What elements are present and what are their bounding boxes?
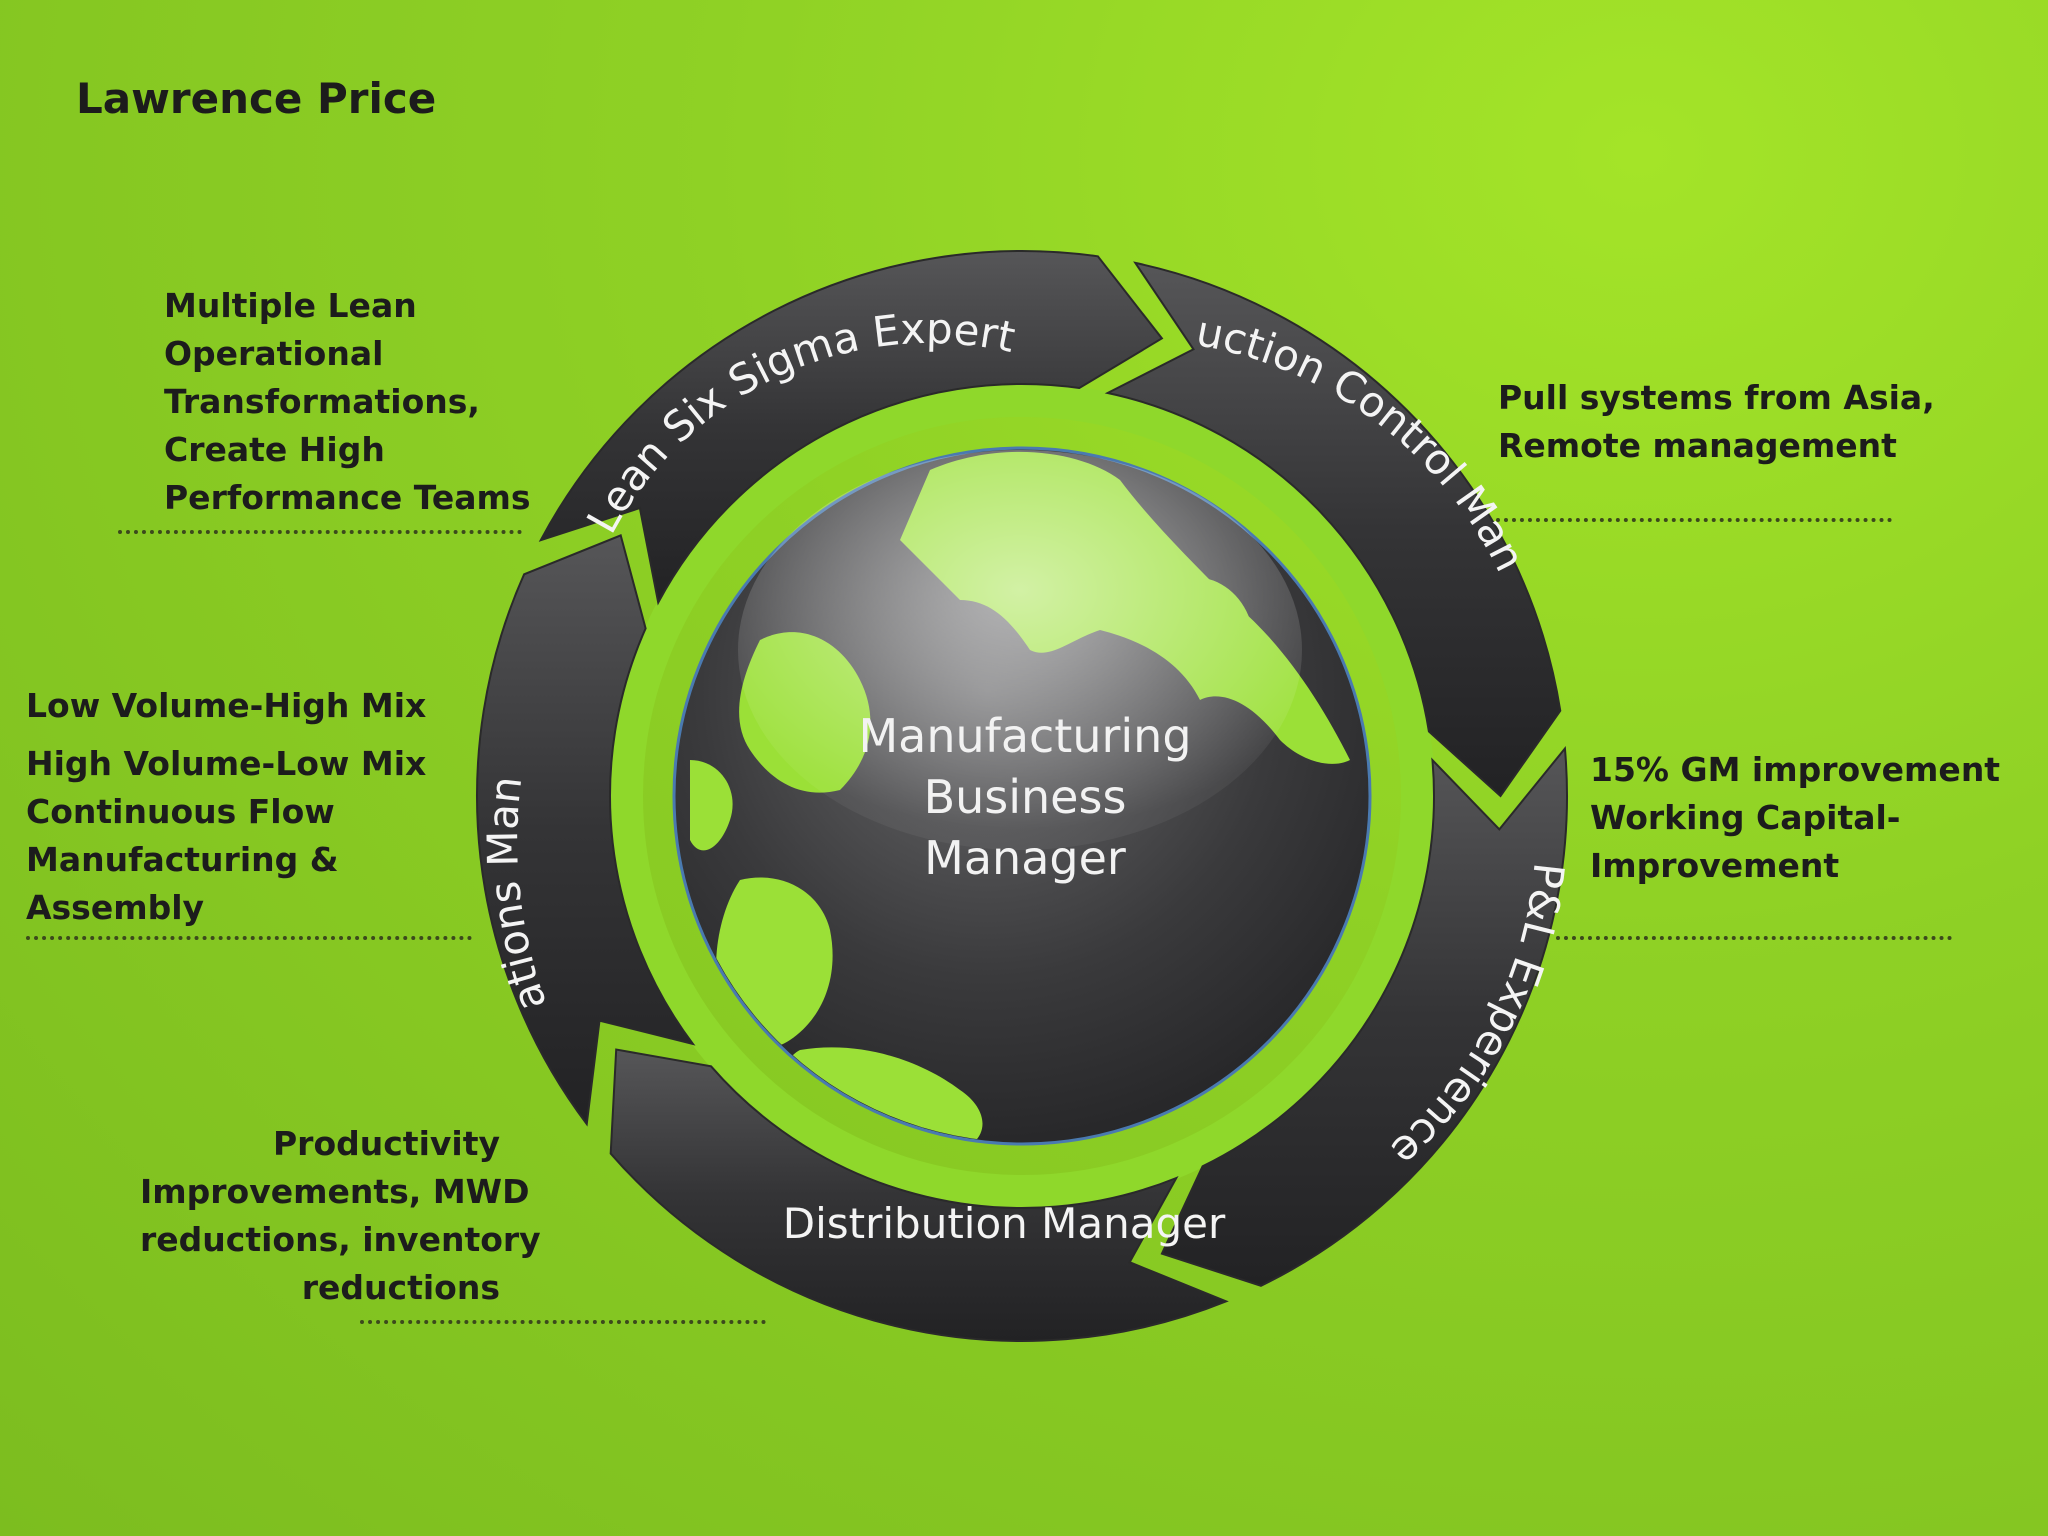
note-line: Performance Teams xyxy=(164,478,531,517)
note-top-left: Multiple Lean Operational Transformation… xyxy=(164,282,531,522)
note-line: reductions xyxy=(301,1268,500,1307)
label-distribution: Distribution Manager xyxy=(783,1199,1226,1248)
note-line: Transformations, xyxy=(164,382,480,421)
note-line: Assembly xyxy=(26,888,205,927)
divider-top-left xyxy=(118,530,522,534)
note-mid-left: Low Volume-High Mix High Volume-Low Mix … xyxy=(26,682,426,932)
center-label: Manufacturing Business Manager xyxy=(830,706,1220,889)
center-line-2: Business xyxy=(923,770,1127,824)
note-bottom-left: Productivity Improvements, MWD reduction… xyxy=(140,1120,541,1312)
note-line: Improvements, MWD xyxy=(140,1172,530,1211)
page-title: Lawrence Price xyxy=(76,74,437,123)
globe xyxy=(672,446,1372,1146)
segment-distribution xyxy=(609,1048,1229,1342)
divider-bottom-left xyxy=(360,1320,766,1324)
segment-operations xyxy=(476,534,696,1127)
center-line-3: Manager xyxy=(924,831,1126,885)
note-line: Remote management xyxy=(1498,426,1897,465)
globe-gloss xyxy=(738,450,1302,850)
note-line: Create High xyxy=(164,430,385,469)
segment-lean-six-sigma xyxy=(538,250,1164,606)
divider-mid-right xyxy=(1556,936,1952,940)
note-line: Multiple Lean xyxy=(164,286,417,325)
divider-mid-left xyxy=(26,936,472,940)
note-line: reductions, inventory xyxy=(140,1220,541,1259)
note-line: Low Volume-High Mix xyxy=(26,686,427,725)
note-line: Improvement xyxy=(1590,846,1840,885)
center-line-1: Manufacturing xyxy=(858,709,1192,763)
note-line: 15% GM improvement xyxy=(1590,750,2001,789)
note-line: High Volume-Low Mix xyxy=(26,744,427,783)
note-top-right: Pull systems from Asia, Remote managemen… xyxy=(1498,374,1935,470)
note-mid-right: 15% GM improvement Working Capital- Impr… xyxy=(1590,746,2000,890)
segment-pl-experience xyxy=(1160,745,1568,1287)
note-line: Pull systems from Asia, xyxy=(1498,378,1935,417)
divider-top-right xyxy=(1496,518,1892,522)
note-line: Operational xyxy=(164,334,384,373)
note-line: Continuous Flow xyxy=(26,792,335,831)
inner-halo xyxy=(609,383,1435,1209)
note-line: Working Capital- xyxy=(1590,798,1901,837)
segment-production-control xyxy=(1104,261,1562,798)
note-line: Productivity xyxy=(272,1124,500,1163)
note-line: Manufacturing & xyxy=(26,840,339,879)
